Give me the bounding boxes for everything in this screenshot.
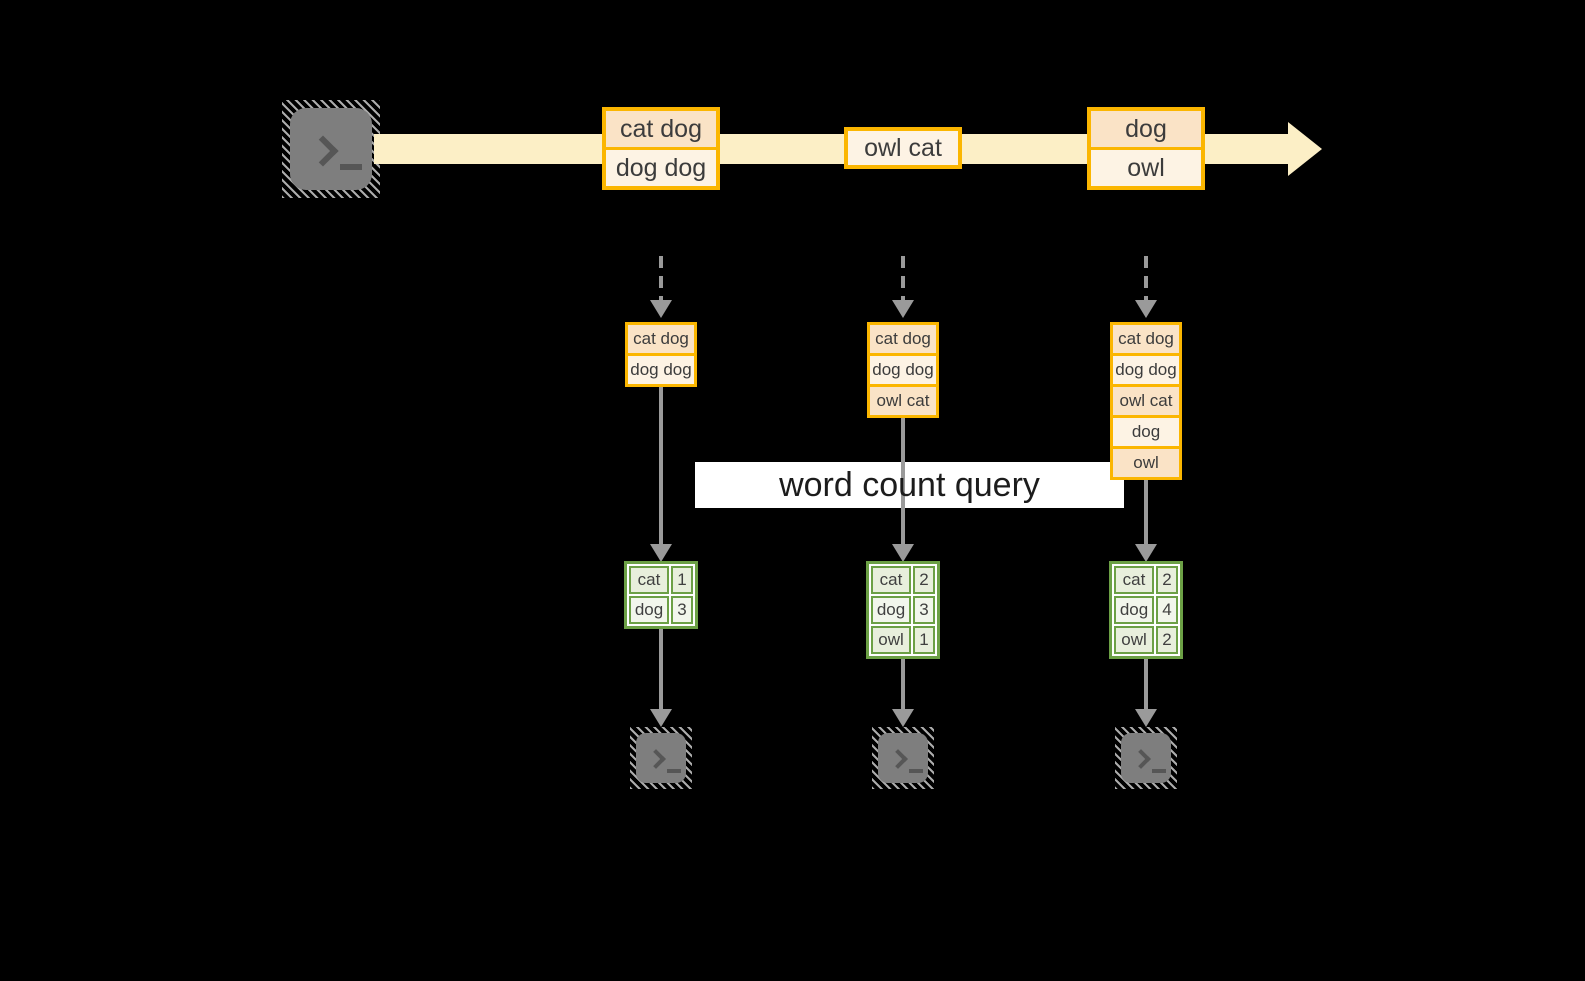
state-record: dog dog — [628, 353, 694, 384]
table-row: dog 4 — [1114, 596, 1178, 624]
state-record: cat dog — [1113, 325, 1179, 353]
flow-line-2 — [901, 418, 905, 544]
record: cat dog — [606, 111, 716, 147]
word-cell: cat — [629, 566, 669, 594]
dashed-arrow-3 — [1144, 256, 1148, 300]
state-record: owl cat — [870, 384, 936, 415]
record: owl — [1091, 147, 1201, 186]
word-cell: cat — [871, 566, 911, 594]
sink-line-2 — [901, 658, 905, 709]
word-cell: dog — [871, 596, 911, 624]
table-row: dog 3 — [871, 596, 935, 624]
stream-batch-1: cat dog dog dog — [602, 107, 720, 190]
count-cell: 2 — [913, 566, 935, 594]
prompt-chevron-icon — [1131, 749, 1151, 769]
count-cell: 2 — [1156, 626, 1178, 654]
count-cell: 1 — [913, 626, 935, 654]
state-record: dog — [1113, 415, 1179, 446]
arrowhead-down-icon — [1135, 709, 1157, 727]
arrowhead-down-icon — [892, 300, 914, 318]
terminal-screen — [878, 733, 928, 783]
state-record: owl cat — [1113, 384, 1179, 415]
stream-batch-2: owl cat — [844, 127, 962, 169]
source-terminal-icon — [282, 100, 380, 198]
prompt-underscore-icon — [667, 769, 681, 773]
arrowhead-down-icon — [1135, 300, 1157, 318]
state-record: cat dog — [870, 325, 936, 353]
count-cell: 3 — [913, 596, 935, 624]
arrowhead-down-icon — [892, 544, 914, 562]
arrowhead-down-icon — [1135, 544, 1157, 562]
state-box-1: cat dog dog dog — [625, 322, 697, 387]
count-cell: 4 — [1156, 596, 1178, 624]
table-row: dog 3 — [629, 596, 693, 624]
count-cell: 1 — [671, 566, 693, 594]
word-cell: owl — [1114, 626, 1154, 654]
table-row: owl 1 — [871, 626, 935, 654]
table-row: cat 1 — [629, 566, 693, 594]
dashed-arrow-2 — [901, 256, 905, 300]
table-row: cat 2 — [871, 566, 935, 594]
table-row: cat 2 — [1114, 566, 1178, 594]
table-row: owl 2 — [1114, 626, 1178, 654]
count-table-1: cat 1 dog 3 — [624, 561, 698, 629]
terminal-screen — [290, 108, 372, 190]
count-table-3: cat 2 dog 4 owl 2 — [1109, 561, 1183, 659]
state-record: dog dog — [1113, 353, 1179, 384]
arrowhead-down-icon — [650, 709, 672, 727]
prompt-underscore-icon — [1152, 769, 1166, 773]
prompt-chevron-icon — [307, 135, 339, 167]
dashed-arrow-1 — [659, 256, 663, 300]
prompt-chevron-icon — [646, 749, 666, 769]
stream-batch-3: dog owl — [1087, 107, 1205, 190]
arrowhead-down-icon — [650, 300, 672, 318]
prompt-chevron-icon — [888, 749, 908, 769]
prompt-underscore-icon — [340, 164, 362, 170]
state-record: cat dog — [628, 325, 694, 353]
flow-line-1 — [659, 387, 663, 544]
terminal-screen — [1121, 733, 1171, 783]
state-record: dog dog — [870, 353, 936, 384]
word-cell: owl — [871, 626, 911, 654]
sink-line-1 — [659, 629, 663, 709]
sink-terminal-icon — [872, 727, 934, 789]
arrowhead-down-icon — [892, 709, 914, 727]
count-cell: 2 — [1156, 566, 1178, 594]
arrowhead-down-icon — [650, 544, 672, 562]
state-box-2: cat dog dog dog owl cat — [867, 322, 939, 418]
record: dog dog — [606, 147, 716, 186]
word-cell: dog — [1114, 596, 1154, 624]
state-box-3: cat dog dog dog owl cat dog owl — [1110, 322, 1182, 480]
stream-arrowhead-icon — [1288, 122, 1322, 176]
query-label: word count query — [779, 466, 1040, 504]
prompt-underscore-icon — [909, 769, 923, 773]
sink-terminal-icon — [1115, 727, 1177, 789]
record: dog — [1091, 111, 1201, 147]
count-table-2: cat 2 dog 3 owl 1 — [866, 561, 940, 659]
state-record: owl — [1113, 446, 1179, 477]
word-cell: dog — [629, 596, 669, 624]
count-cell: 3 — [671, 596, 693, 624]
query-label-band — [695, 462, 1124, 508]
word-cell: cat — [1114, 566, 1154, 594]
terminal-screen — [636, 733, 686, 783]
sink-terminal-icon — [630, 727, 692, 789]
flow-line-3 — [1144, 480, 1148, 544]
record: owl cat — [848, 131, 958, 165]
sink-line-3 — [1144, 658, 1148, 709]
